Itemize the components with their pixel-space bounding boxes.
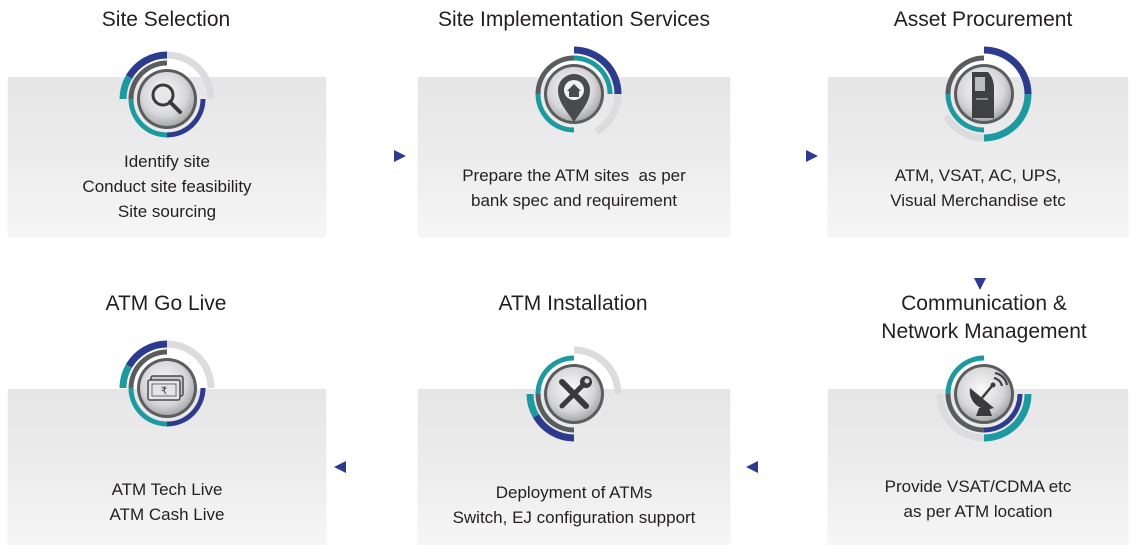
step-title-asset-procurement: Asset Procurement — [893, 8, 1073, 31]
rupee-notes-icon: ₹ — [147, 375, 184, 401]
step-line: bank spec and requirement — [470, 191, 678, 210]
step-line: Deployment of ATMs — [495, 483, 653, 502]
step-line: ATM, VSAT, AC, UPS, — [894, 166, 1062, 185]
step-title-atm-go-live: ATM Go Live — [105, 292, 227, 315]
step-line: Conduct site feasibility — [82, 177, 252, 196]
arrow-left-1 — [746, 461, 820, 473]
step-line: Prepare the ATM sites as per — [462, 166, 686, 185]
step-line: as per ATM location — [903, 502, 1053, 521]
step-card-communication-network: Provide VSAT/CDMA etc as per ATM locatio… — [828, 389, 1128, 545]
arrow-right-1 — [332, 150, 406, 162]
step-line: Visual Merchandise etc — [890, 191, 1066, 210]
satellite-dish-icon — [969, 372, 1008, 416]
step-line: ATM Tech Live — [111, 480, 223, 499]
atm-machine-icon — [972, 72, 994, 118]
step-line: Provide VSAT/CDMA etc — [884, 477, 1072, 496]
step-title-atm-installation: ATM Installation — [498, 292, 648, 315]
magnifier-icon — [151, 83, 182, 114]
svg-text:₹: ₹ — [161, 386, 167, 397]
step-icon-badge — [942, 46, 1032, 142]
step-icon-badge — [526, 346, 622, 442]
step-icon-badge — [936, 355, 1032, 442]
step-line: Site sourcing — [117, 202, 217, 221]
step-title-site-implementation: Site Implementation Services — [438, 8, 710, 31]
step-icon-badge — [535, 46, 622, 136]
step-title-communication-network: Communication & Network Management — [881, 292, 1087, 343]
step-icon-badge — [119, 51, 215, 138]
tools-icon — [559, 376, 592, 409]
step-line: Identify site — [124, 152, 210, 171]
arrow-right-2 — [744, 150, 818, 162]
arrow-down — [974, 240, 986, 290]
step-icon-badge: ₹ — [119, 340, 215, 427]
step-line: ATM Cash Live — [109, 505, 225, 524]
arrow-left-2 — [334, 461, 408, 473]
step-title-site-selection: Site Selection — [101, 8, 231, 31]
step-line: Switch, EJ configuration support — [452, 508, 696, 527]
location-pin-home-icon — [558, 74, 590, 122]
